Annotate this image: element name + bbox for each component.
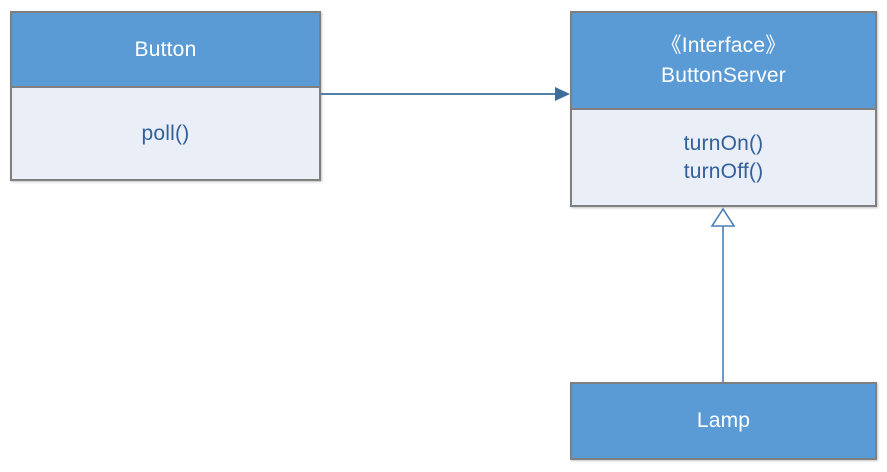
interface-header-buttonserver: 《Interface》 ButtonServer <box>572 13 875 110</box>
realization-arrow <box>710 207 736 382</box>
method-label-poll: poll() <box>141 121 190 145</box>
interface-name-label: ButtonServer <box>661 63 786 87</box>
class-header-button: Button <box>12 13 319 88</box>
interface-body-buttonserver: turnOn() turnOff() <box>572 110 875 205</box>
association-arrow <box>321 87 570 101</box>
class-box-button: Button poll() <box>10 11 321 181</box>
class-name-label: Lamp <box>696 409 751 432</box>
class-body-button: poll() <box>12 88 319 179</box>
class-header-lamp: Lamp <box>572 384 875 458</box>
interface-box-buttonserver: 《Interface》 ButtonServer turnOn() turnOf… <box>570 11 877 207</box>
stereotype-label: 《Interface》 <box>660 33 787 57</box>
class-box-lamp: Lamp <box>570 382 877 460</box>
association-arrowhead-icon <box>555 87 570 101</box>
method-label-turnon: turnOn() <box>683 131 764 155</box>
method-label-turnoff: turnOff() <box>683 159 764 183</box>
class-name-label: Button <box>134 37 197 61</box>
realization-arrowhead-icon <box>710 207 736 227</box>
